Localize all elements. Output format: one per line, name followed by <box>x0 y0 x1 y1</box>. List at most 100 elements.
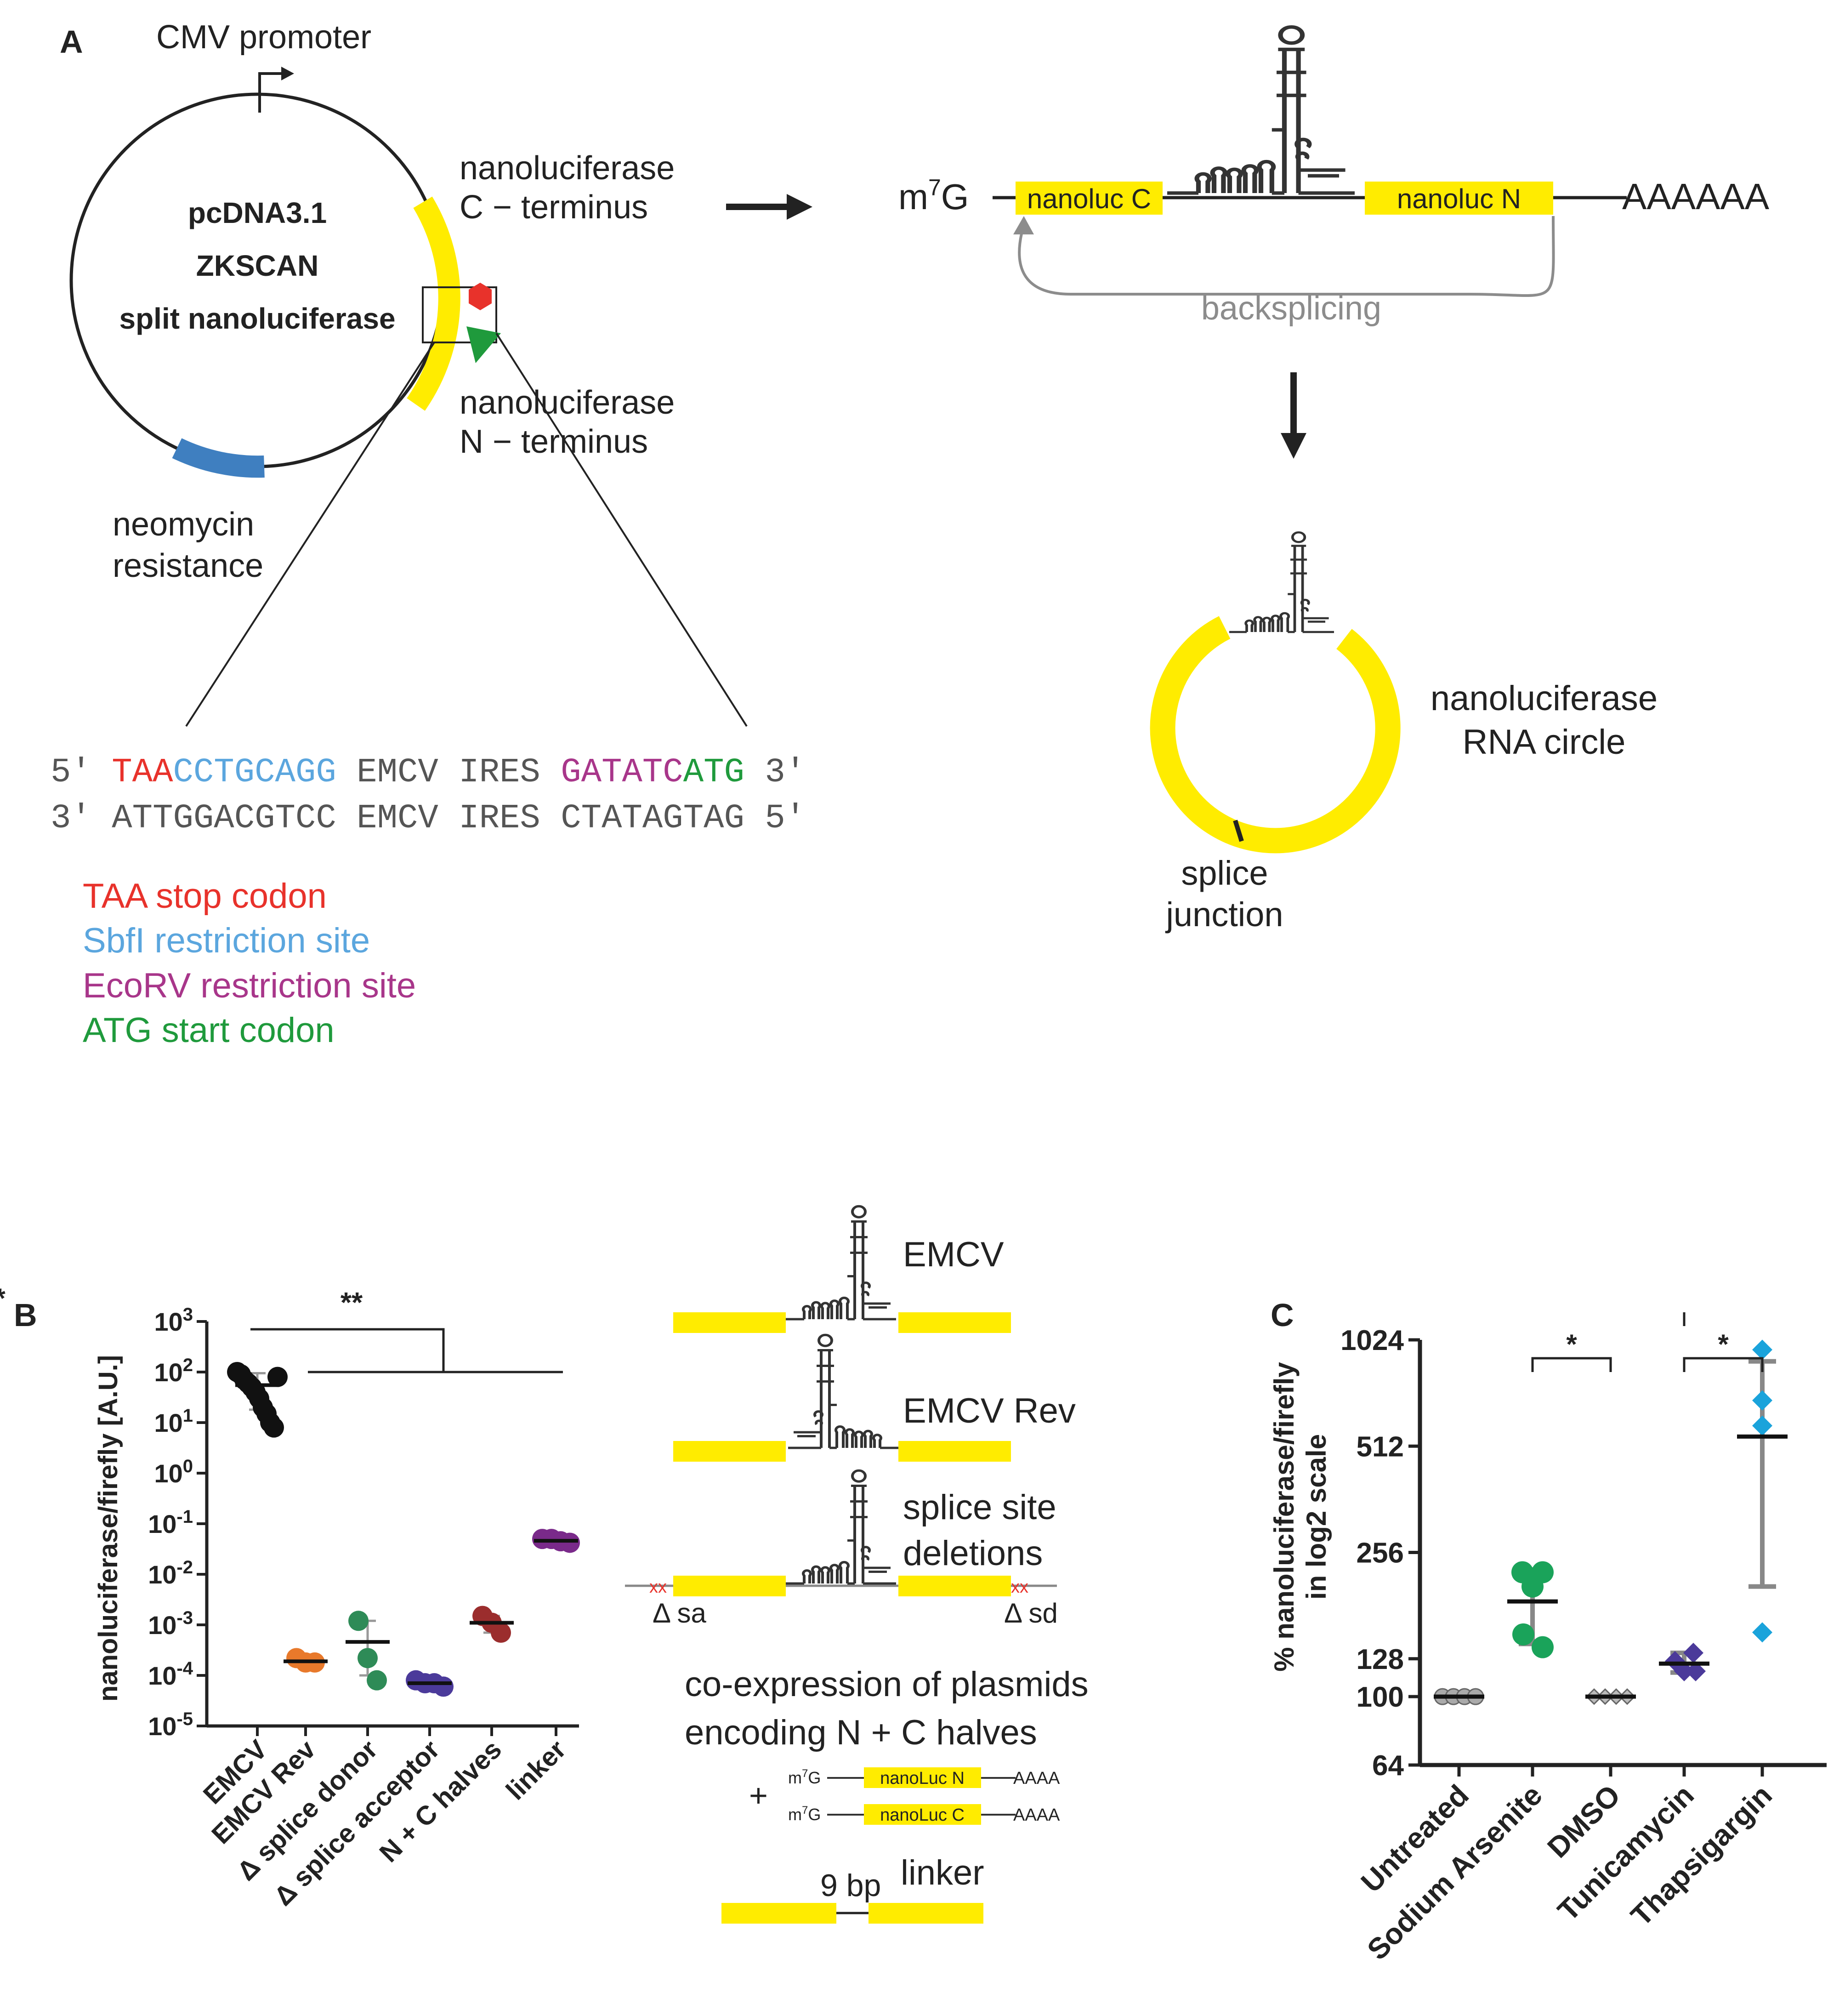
co-box-c <box>864 1804 981 1825</box>
panel-c-ylabel-2: in log2 scale <box>1301 1434 1332 1600</box>
junction-label-1: splice <box>1181 854 1268 892</box>
schematic-coexpression: co-expression of plasmids encoding N + C… <box>685 1665 1089 1825</box>
c-significance-bracket <box>1531 1357 1612 1372</box>
circle-ires-structure <box>1229 532 1334 632</box>
b-ytick-label: 10-4 <box>148 1658 193 1690</box>
legend-ecorv: EcoRV restriction site <box>83 966 416 1005</box>
c-point <box>1532 1636 1554 1658</box>
panel-b: B nanoluciferase/firefly [A.U.] 10310210… <box>14 1206 1089 1924</box>
c-point <box>1752 1415 1772 1436</box>
co-label-2: encoding N + C halves <box>685 1713 1037 1752</box>
nanoluc-n-box <box>1365 182 1553 215</box>
polya-tail: AAAAAA <box>1622 176 1770 217</box>
cmv-promoter-label: CMV promoter <box>156 19 371 56</box>
legend-sbf: SbfI restriction site <box>83 921 370 960</box>
neo-resistance-arc <box>172 438 265 478</box>
panel-b-sig: ** <box>341 1287 363 1319</box>
c-point <box>1674 1661 1694 1681</box>
b-point <box>264 1417 284 1438</box>
ssd-label-2: deletions <box>903 1534 1043 1573</box>
c-term-label-1: nanoluciferase <box>460 150 675 187</box>
co-box-n <box>864 1767 981 1788</box>
c-significance-label: * <box>1566 1329 1577 1360</box>
delta-sa-label: Δ sa <box>653 1598 706 1629</box>
panel-a: A CMV promoter pcDNA3.1 ZKSCAN split nan… <box>51 19 1770 1050</box>
panel-b-ylabel: nanoluciferase/firefly [A.U.] <box>93 1355 123 1702</box>
c-ytick-label: 512 <box>1357 1431 1404 1463</box>
co-nanon-label: nanoLuc N <box>880 1769 965 1788</box>
neo-label-1: neomycin <box>113 506 254 543</box>
backsplicing-arc <box>1018 216 1555 297</box>
splice-junction-mark <box>1233 820 1244 842</box>
co-cap-2: m7G <box>788 1804 821 1824</box>
b-xtick-label: linker <box>500 1734 572 1805</box>
junction-label-2: junction <box>1165 895 1283 934</box>
b-ytick-label: 10-1 <box>148 1507 193 1538</box>
b-point <box>367 1670 387 1691</box>
linker-exon-left <box>721 1903 836 1924</box>
b-ytick-label: 103 <box>154 1304 193 1336</box>
schematic-emcv: EMCV <box>673 1206 1011 1333</box>
b-ytick-label: 10-2 <box>148 1557 193 1589</box>
c-point <box>1686 1661 1706 1681</box>
nanoluc-arc <box>407 196 460 411</box>
b-point <box>433 1676 454 1697</box>
zoom-line-left <box>185 342 435 727</box>
sequence-bottom: 3′ ATTGGACGTCC EMCV IRES CTATAGTAG 5′ <box>51 799 806 838</box>
schematic-rev-exon-left <box>673 1441 786 1462</box>
b-ytick-label: 10-5 <box>148 1709 193 1741</box>
panel-c-label: C <box>1271 1297 1294 1333</box>
plasmid-name-2: ZKSCAN <box>196 249 319 282</box>
ssd-label-1: splice site <box>903 1488 1056 1527</box>
co-plus: + <box>749 1777 768 1813</box>
delta-sa-x-icon: xx <box>649 1577 667 1597</box>
panel-c-ylabel-1: % nanoluciferase/firefly <box>1269 1362 1300 1672</box>
c-point <box>1521 1575 1544 1598</box>
co-aaaa-2: AAAA <box>1013 1805 1060 1825</box>
co-cap-1: m7G <box>788 1767 821 1787</box>
circle-label-2: RNA circle <box>1463 723 1626 762</box>
schematic-emcv-exon-left <box>673 1312 786 1333</box>
legend-stop: TAA stop codon <box>83 877 327 916</box>
c-ytick-label: 256 <box>1357 1538 1404 1569</box>
rna-circle <box>1150 616 1401 854</box>
c-point <box>1752 1339 1772 1360</box>
b-point <box>491 1623 511 1643</box>
schematic-rev-exon-right <box>898 1441 1011 1462</box>
panel-a-label: A <box>60 24 83 60</box>
b-significance-bracket <box>250 1328 563 1373</box>
b-point <box>358 1648 378 1669</box>
neo-label-2: resistance <box>113 547 263 584</box>
c-ytick-label: 128 <box>1357 1644 1404 1675</box>
n-term-label-1: nanoluciferase <box>460 384 675 421</box>
chart-b: 10310210110010-110-210-310-410-5EMCVEMCV… <box>148 1304 580 1912</box>
b-point <box>267 1367 288 1387</box>
nanoluc-c-label: nanoluc C <box>1027 183 1151 214</box>
legend-atg: ATG start codon <box>83 1011 335 1050</box>
c-point <box>1752 1622 1772 1643</box>
schematic-emcv-label: EMCV <box>903 1235 1004 1274</box>
b-point <box>560 1532 580 1553</box>
c-significance-label: * <box>1718 1329 1729 1360</box>
schematic-ssd-exon-left <box>673 1576 786 1596</box>
nanoluc-c-box <box>1016 182 1163 215</box>
c-ytick-label: 64 <box>1372 1750 1404 1782</box>
schematic-emcv-exon-right <box>898 1312 1011 1333</box>
b-ytick-label: 101 <box>154 1406 193 1437</box>
c-point <box>1683 1642 1703 1663</box>
c-significance-label: * <box>0 1283 6 1314</box>
schematic-rev-ires <box>788 1335 898 1448</box>
delta-sd-label: Δ sd <box>1004 1598 1058 1629</box>
co-aaaa-1: AAAA <box>1013 1769 1060 1788</box>
b-point <box>348 1611 369 1631</box>
linker-bp-label: 9 bp <box>820 1868 881 1903</box>
c-ytick-label: 1024 <box>1340 1325 1404 1356</box>
plasmid-name-3: split nanoluciferase <box>119 302 395 335</box>
stop-hexagon-icon <box>469 283 492 310</box>
c-point <box>1752 1390 1772 1411</box>
promoter-arrow-icon <box>258 72 285 113</box>
c-point <box>1512 1623 1534 1646</box>
c-significance-bracket <box>1683 1357 1764 1372</box>
delta-sd-x-icon: xx <box>1011 1577 1028 1597</box>
co-nanoc-label: nanoLuc C <box>880 1805 965 1825</box>
